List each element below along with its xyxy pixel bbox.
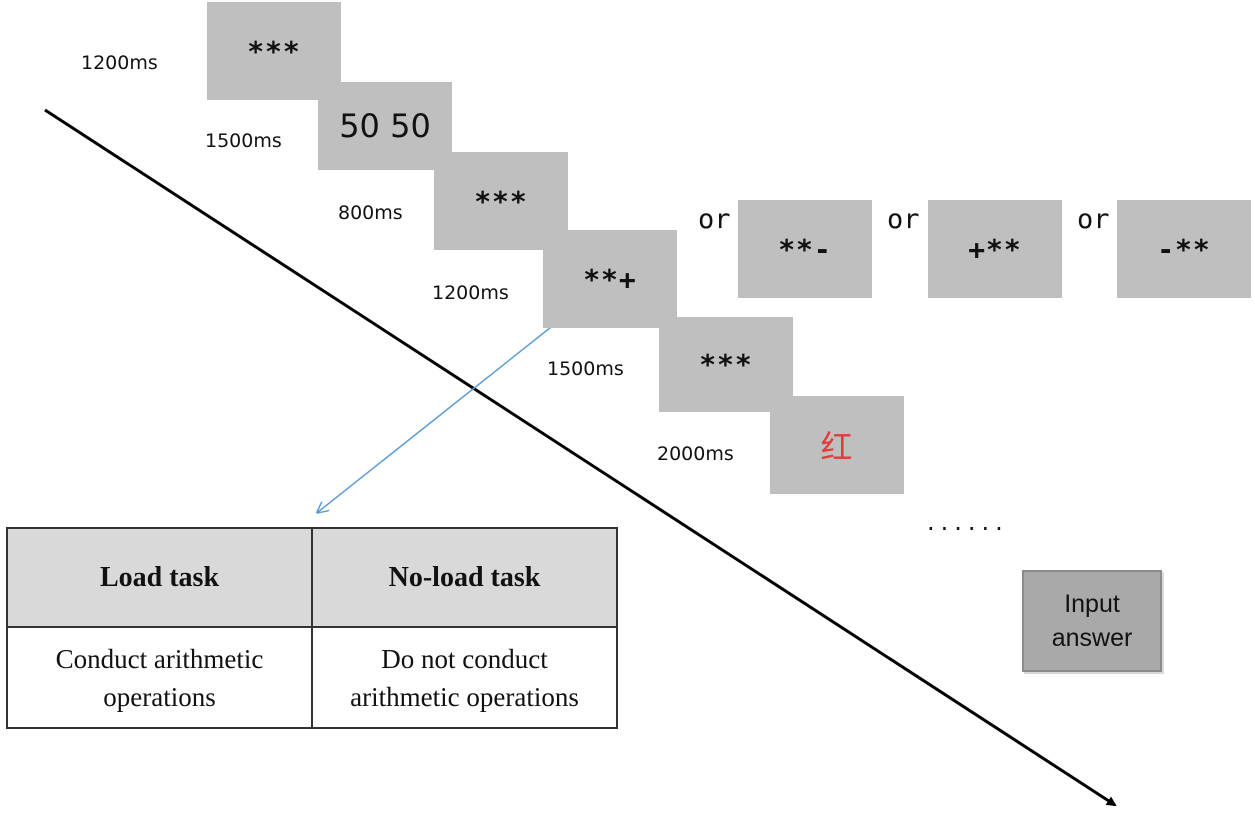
stimulus-screen-6: 红 <box>770 396 904 494</box>
cell-line: operations <box>103 681 216 712</box>
ellipsis: ...... <box>927 508 1009 536</box>
header-load-task: Load task <box>6 527 313 628</box>
duration-label-6: 2000ms <box>657 443 734 465</box>
stimulus-text: *** <box>247 34 301 68</box>
stimulus-text: 红 <box>820 428 854 466</box>
input-answer-screen: Input answer <box>1022 570 1162 672</box>
cell-load-task: Conduct arithmetic operations <box>6 626 313 729</box>
input-answer-line2: answer <box>1051 624 1133 652</box>
task-table-row: Conduct arithmetic operations Do not con… <box>6 626 618 729</box>
stimulus-text: 50 50 <box>339 107 431 145</box>
input-answer-line1: Input <box>1064 590 1120 618</box>
duration-label-2: 1500ms <box>205 130 282 152</box>
stimulus-text: +** <box>968 232 1022 266</box>
duration-label-5: 1500ms <box>547 358 624 380</box>
stimulus-screen-1: *** <box>207 2 341 100</box>
stimulus-screen-2: 50 50 <box>318 82 452 170</box>
or-label-1: or <box>698 204 731 235</box>
alternative-screen-1: **- <box>738 200 872 298</box>
cell-line: Conduct arithmetic <box>55 643 264 674</box>
stimulus-text: **+ <box>583 262 637 296</box>
or-label-2: or <box>887 204 920 235</box>
header-no-load-task: No-load task <box>311 527 618 628</box>
stimulus-screen-4: **+ <box>543 230 677 328</box>
cell-line: Do not conduct <box>381 643 548 674</box>
stimulus-text: *** <box>699 348 753 381</box>
alternative-screen-3: -** <box>1117 200 1251 298</box>
stimulus-text: **- <box>778 232 832 266</box>
cell-no-load-task: Do not conduct arithmetic operations <box>311 626 618 729</box>
task-table: Load task No-load task Conduct arithmeti… <box>6 527 618 729</box>
or-label-3: or <box>1077 204 1110 235</box>
stimulus-text: *** <box>474 184 528 218</box>
stimulus-text: -** <box>1157 232 1211 266</box>
task-table-header-row: Load task No-load task <box>6 527 618 628</box>
timeline-arrow <box>44 108 1117 807</box>
duration-label-3: 800ms <box>338 202 403 224</box>
duration-label-4: 1200ms <box>432 282 509 304</box>
duration-label-1: 1200ms <box>81 52 158 74</box>
stimulus-screen-3: *** <box>434 152 568 250</box>
alternative-screen-2: +** <box>928 200 1062 298</box>
pointer-arrow <box>318 311 571 512</box>
cell-line: arithmetic operations <box>350 681 579 712</box>
